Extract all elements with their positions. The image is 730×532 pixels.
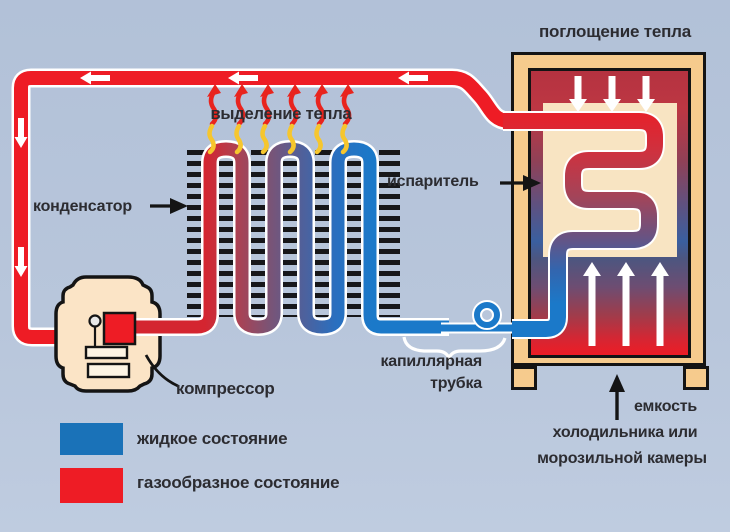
evaporator-label: испаритель: [387, 173, 479, 190]
condenser-pointer-arrow: [150, 198, 188, 214]
chamber-label-line1: емкость: [634, 398, 698, 415]
heat-absorption-label: поглощение тепла: [538, 22, 692, 41]
cabinet-left-leg: [511, 366, 537, 390]
legend-label-liquid: жидкое состояние: [137, 429, 288, 448]
heat-release-label: выделение тепла: [210, 105, 352, 123]
chamber-label-line3: морозильной камеры: [537, 450, 707, 467]
legend-swatch-gas: [60, 468, 123, 503]
chamber-label-line2: холодильника или: [552, 424, 698, 441]
legend-swatch-liquid: [60, 423, 123, 455]
compressor-body: [54, 275, 162, 393]
capillary-tube-label: капиллярная трубка: [380, 353, 482, 392]
compressor-knob: [88, 314, 102, 328]
compressor-label: компрессор: [176, 379, 275, 398]
compressor-unit: [54, 275, 162, 393]
legend-label-gas: газообразное состояние: [137, 473, 340, 492]
cabinet-right-leg: [683, 366, 709, 390]
compressor-details: [84, 311, 137, 379]
evaporator-panel: [543, 103, 677, 257]
condenser-label: конденсатор: [33, 198, 132, 215]
condenser-fins: [187, 150, 400, 317]
compressor-leader-line: [144, 354, 179, 388]
capillary-loop: [472, 300, 502, 330]
compressor-valve-block: [102, 311, 137, 346]
chamber-pointer-arrow: [609, 374, 625, 420]
